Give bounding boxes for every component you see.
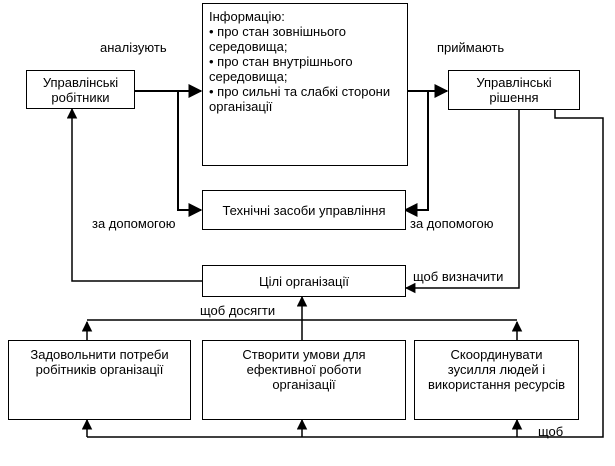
node-info: Інформацію: • про стан зовнішнього серед…: [202, 3, 408, 166]
info-item: • про стан внутрішнього середовища;: [209, 54, 353, 84]
arrow-decisions-to-goals: [404, 110, 520, 294]
label-with-help-right: за допомогою: [410, 216, 494, 231]
node-needs: Задовольнити потреби робітників організа…: [8, 340, 191, 420]
node-decisions: Управлінські рішення: [448, 70, 580, 110]
node-conditions: Створити умови для ефективної роботи орг…: [202, 340, 406, 420]
node-coordinate: Скоординувати зусилля людей і використан…: [414, 340, 579, 420]
node-needs-label: Задовольнити потреби робітників організа…: [30, 347, 169, 377]
node-goals: Цілі організації: [202, 265, 406, 297]
connector-right-loop: [87, 110, 604, 438]
label-with-help-left: за допомогою: [92, 216, 176, 231]
label-in-order: щоб: [538, 424, 564, 439]
node-coordinate-label: Скоординувати зусилля людей і використан…: [427, 347, 566, 392]
arrow-right-to-tech: [403, 91, 429, 217]
node-info-title: Інформацію:: [209, 9, 285, 24]
info-item: • про сильні та слабкі сторони організац…: [209, 84, 391, 114]
node-workers-label: Управлінські робітники: [42, 74, 119, 105]
label-to-achieve: щоб досягти: [200, 303, 276, 318]
arrow-left-to-tech: [177, 91, 203, 217]
info-item: • про стан зовнішнього середовища;: [209, 24, 346, 54]
node-workers: Управлінські робітники: [26, 70, 135, 109]
label-accept: приймають: [437, 40, 505, 55]
node-goals-label: Цілі організації: [259, 273, 349, 289]
label-to-define: щоб визначити: [413, 269, 504, 284]
node-decisions-label: Управлінські рішення: [476, 75, 552, 105]
node-conditions-label: Створити умови для ефективної роботи орг…: [242, 347, 366, 392]
node-tech-means: Технічні засоби управління: [202, 190, 406, 230]
label-analyze: аналізують: [100, 40, 167, 55]
arrow-goals-to-workers: [66, 107, 202, 282]
node-tech-means-label: Технічні засоби управління: [222, 202, 386, 218]
